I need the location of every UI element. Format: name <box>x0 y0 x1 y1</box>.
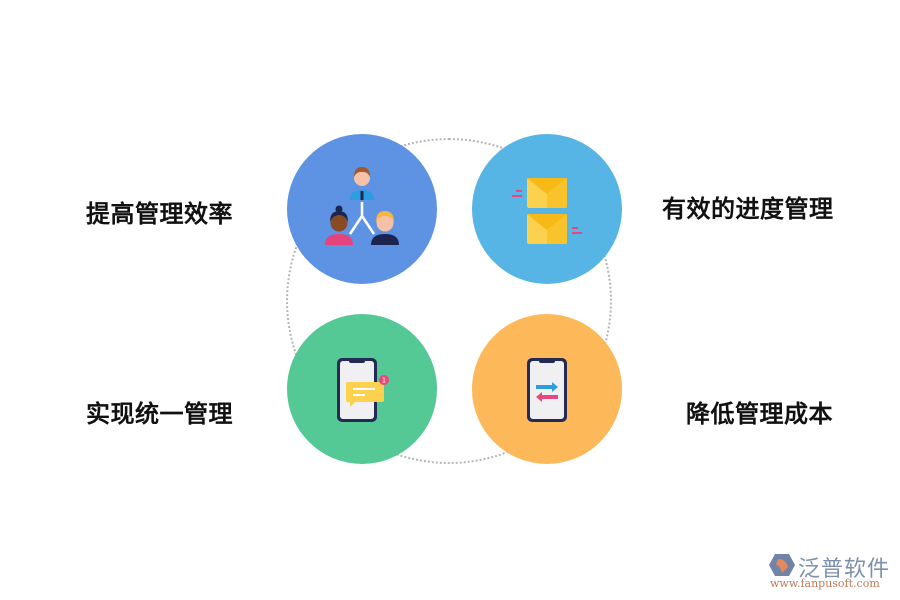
progress-circle <box>472 134 622 284</box>
cost-circle <box>472 314 622 464</box>
team-hierarchy-icon <box>325 167 399 245</box>
logo-hexagon-icon <box>769 554 795 576</box>
dotted-ring-connector <box>286 138 612 464</box>
logo-name: 泛普软件 <box>798 557 891 582</box>
phone-transfer-icon <box>527 358 567 422</box>
phone-message-icon: 1 <box>337 358 389 422</box>
label-cost: 降低管理成本 <box>686 400 833 428</box>
label-unified: 实现统一管理 <box>86 400 233 428</box>
label-efficiency: 提高管理效率 <box>86 200 233 228</box>
label-progress: 有效的进度管理 <box>662 195 834 223</box>
logo-url: www.fanpusoft.com <box>770 577 880 590</box>
unified-circle: 1 <box>287 314 437 464</box>
svg-text:1: 1 <box>382 377 386 385</box>
team-circle <box>287 134 437 284</box>
envelopes-icon <box>512 178 582 244</box>
brand-logo: 泛普软件 www.fanpusoft.com <box>768 551 893 591</box>
